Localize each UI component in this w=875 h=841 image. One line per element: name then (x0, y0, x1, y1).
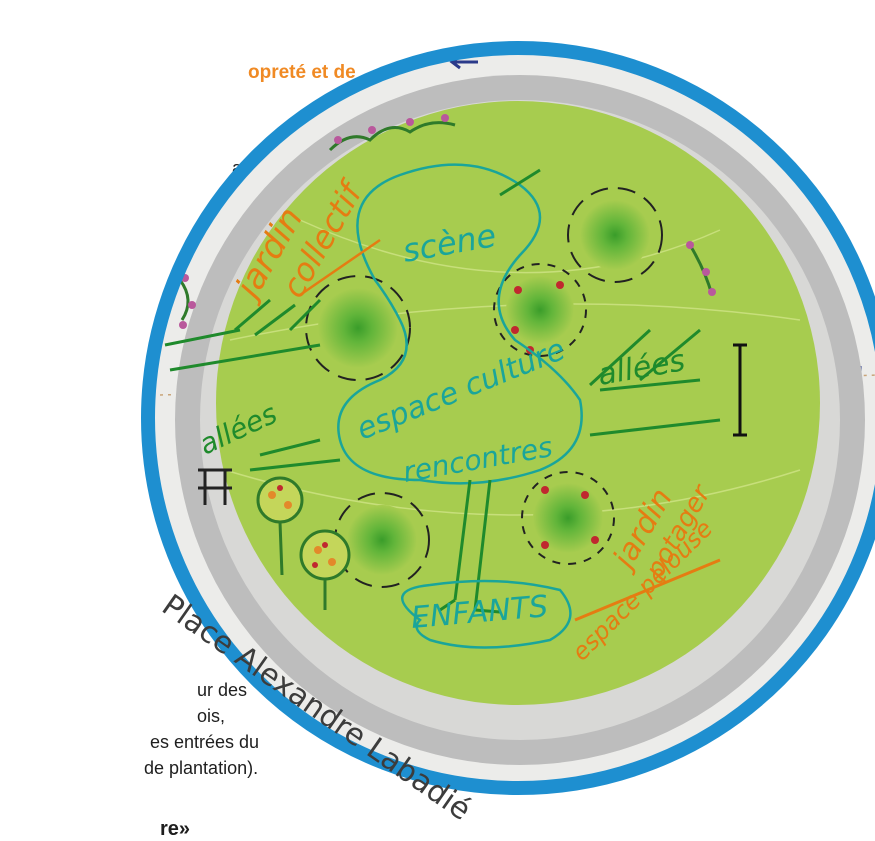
culture-space-outline (337, 163, 583, 485)
text-fragment-ur-des: ur des (197, 680, 248, 700)
bench-icon (198, 468, 232, 505)
fruit-tree-icons (256, 476, 351, 610)
text-fragment-entrees: es entrées du (150, 732, 260, 752)
tree-icons (305, 187, 663, 588)
photo-frame-ring (141, 41, 875, 795)
section-heading-fragment: opreté et de (248, 62, 356, 83)
text-fragment-ois: ois, (197, 706, 226, 726)
bold-text-fragment-bottom: re» (160, 818, 191, 840)
text-fragment-plantation: de plantation). (144, 758, 259, 778)
